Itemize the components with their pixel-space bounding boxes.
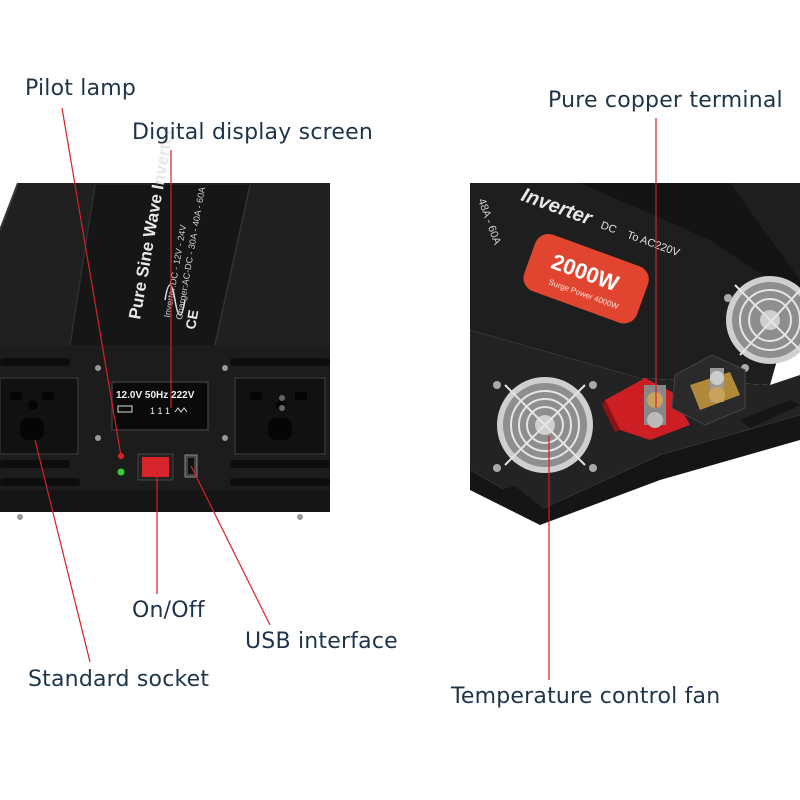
cooling-fan: [493, 377, 597, 473]
svg-text:CE: CE: [182, 309, 201, 331]
svg-text:1 1 1: 1 1 1: [150, 406, 170, 416]
usb-interface-label: USB interface: [245, 629, 398, 654]
power-badge: [523, 233, 649, 324]
svg-text:12.0V 50Hz 222V: 12.0V 50Hz 222V: [116, 390, 195, 401]
fan-label: Temperature control fan: [451, 684, 721, 709]
pilot-lamp-label: Pilot lamp: [25, 76, 137, 101]
right-socket: [234, 377, 326, 455]
on-off-label: On/Off: [132, 598, 205, 623]
svg-text:DC: DC: [599, 220, 618, 237]
digital-display-label: Digital display screen: [132, 120, 373, 145]
standard-socket-label: Standard socket: [28, 667, 210, 692]
copper-terminal-label: Pure copper terminal: [548, 88, 783, 113]
socket-left-holes: [10, 392, 54, 440]
copper-terminal: [602, 354, 746, 440]
ce-mark: CE: [182, 309, 201, 331]
left-socket: [0, 377, 79, 455]
